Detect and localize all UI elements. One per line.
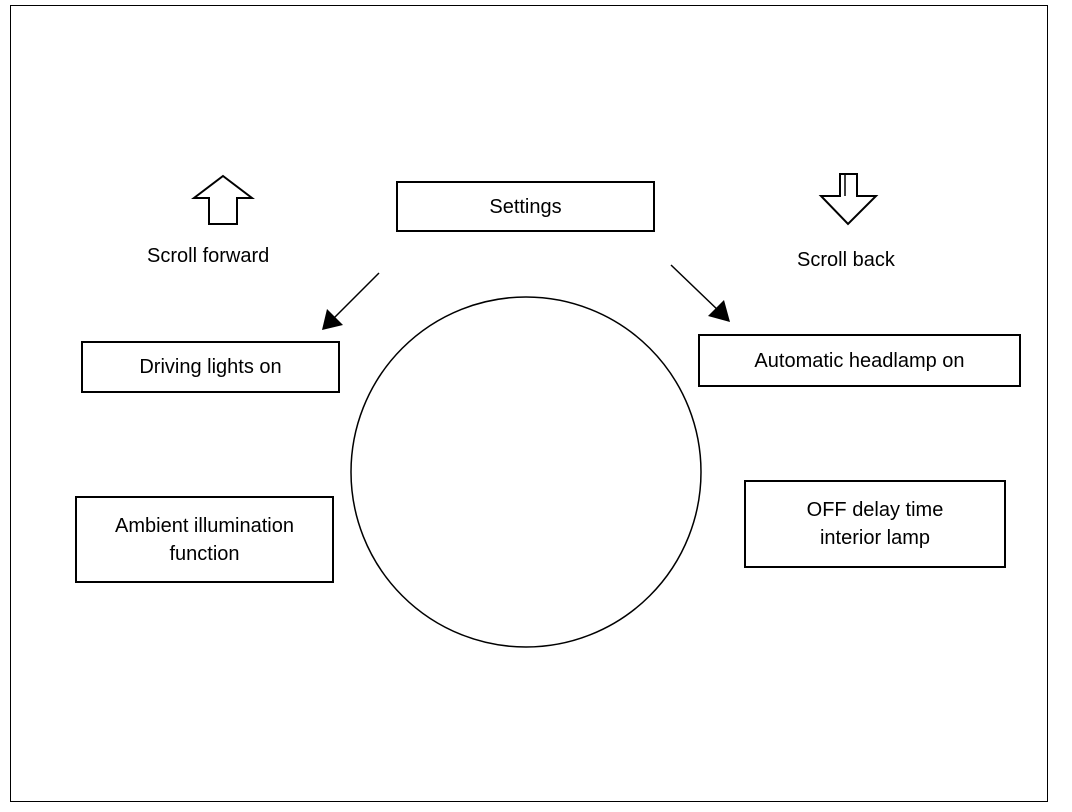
down-arrow-outline-icon (818, 173, 879, 226)
scroll-forward-label: Scroll forward (147, 245, 270, 267)
automatic-headlamp-box: Automatic headlamp on (698, 334, 1021, 387)
settings-label: Settings (489, 195, 562, 218)
off-delay-label: OFF delay time interior lamp (806, 499, 944, 549)
off-delay-box: OFF delay time interior lamp (744, 480, 1006, 568)
arrow-down-left-icon (322, 272, 380, 330)
diagram-frame (10, 5, 1048, 802)
settings-box: Settings (396, 181, 655, 232)
up-arrow-outline-icon (191, 174, 255, 225)
automatic-headlamp-label: Automatic headlamp on (754, 349, 965, 372)
ambient-illumination-box: Ambient illumination function (75, 496, 334, 583)
arrow-down-right-icon (670, 264, 730, 322)
scroll-back-label: Scroll back (797, 249, 895, 271)
ambient-illumination-label: Ambient illumination function (115, 514, 294, 565)
driving-lights-box: Driving lights on (81, 341, 340, 393)
rotary-dial (350, 296, 702, 648)
driving-lights-label: Driving lights on (139, 356, 282, 378)
